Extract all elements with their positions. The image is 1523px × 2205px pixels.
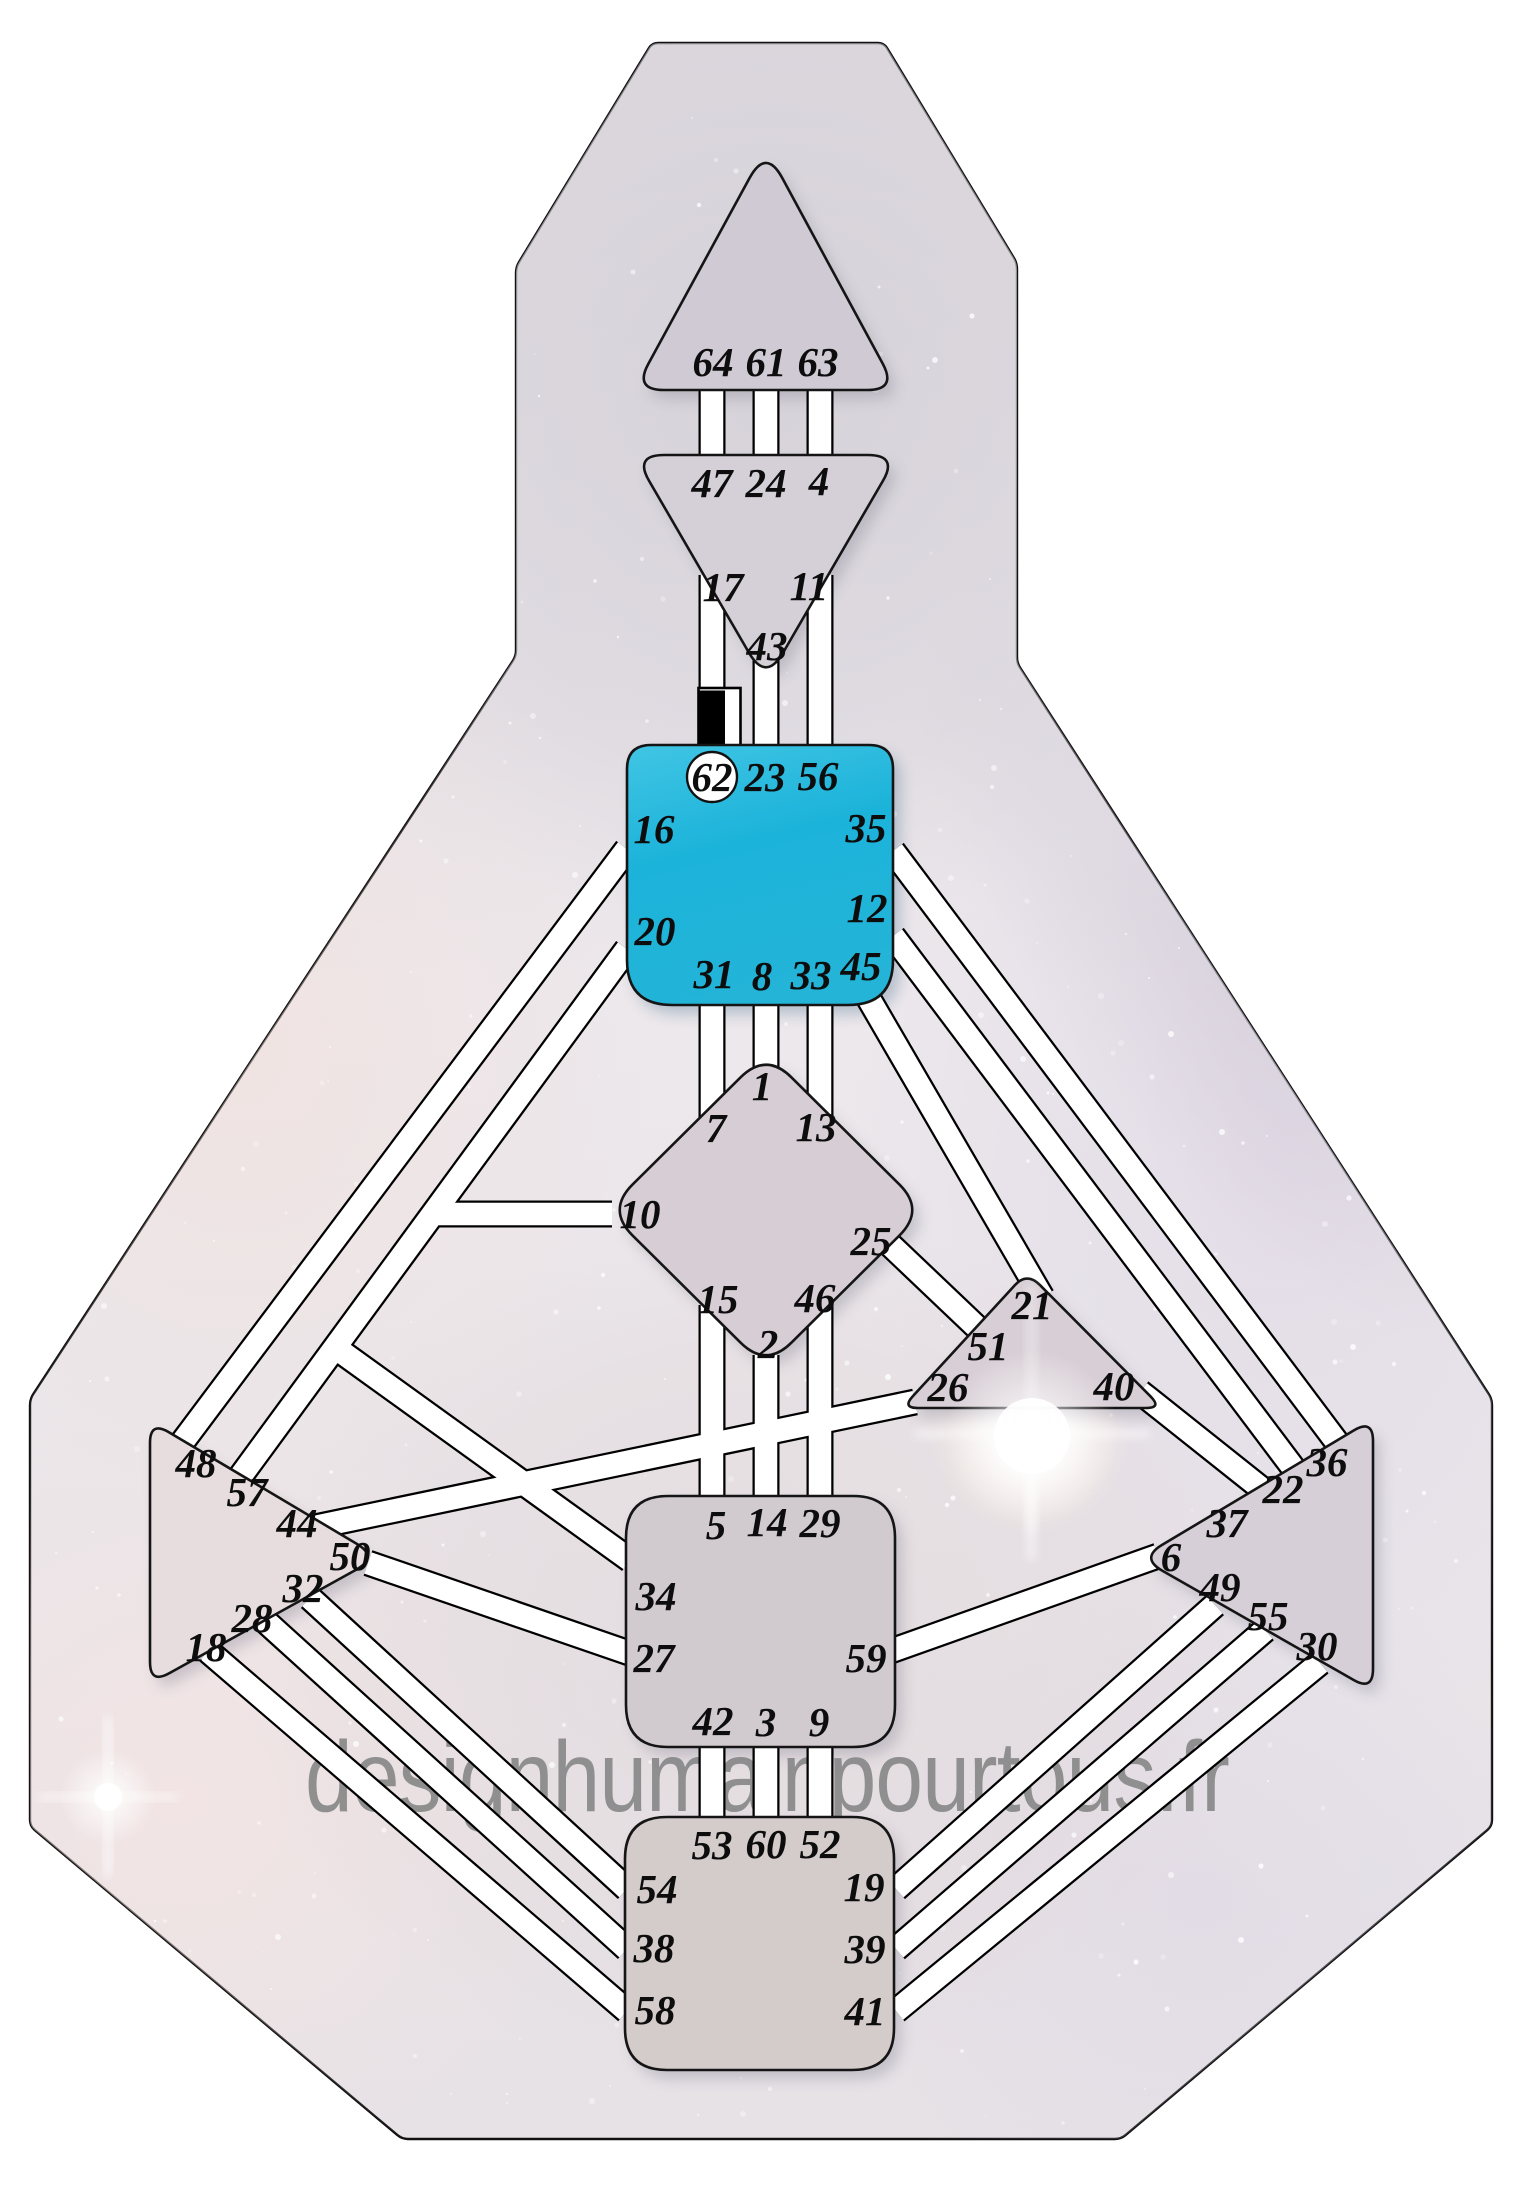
svg-text:38: 38: [633, 1925, 675, 1971]
svg-text:58: 58: [635, 1987, 676, 2033]
svg-text:31: 31: [693, 951, 735, 997]
svg-text:21: 21: [1011, 1282, 1053, 1328]
svg-text:46: 46: [794, 1275, 837, 1321]
svg-text:61: 61: [746, 339, 787, 385]
svg-text:19: 19: [844, 1864, 885, 1910]
svg-text:48: 48: [175, 1440, 217, 1486]
svg-text:63: 63: [798, 339, 839, 385]
svg-text:29: 29: [799, 1500, 841, 1546]
svg-text:40: 40: [1093, 1363, 1135, 1409]
svg-text:2: 2: [757, 1321, 779, 1367]
svg-text:51: 51: [968, 1323, 1009, 1369]
svg-text:16: 16: [634, 806, 676, 852]
svg-text:34: 34: [635, 1573, 677, 1619]
svg-text:32: 32: [282, 1565, 324, 1611]
svg-text:37: 37: [1206, 1500, 1250, 1546]
svg-text:17: 17: [703, 564, 746, 610]
svg-text:5: 5: [706, 1502, 727, 1548]
svg-text:60: 60: [746, 1821, 787, 1867]
svg-text:33: 33: [790, 952, 832, 998]
svg-text:14: 14: [747, 1499, 788, 1545]
svg-text:55: 55: [1248, 1593, 1289, 1639]
svg-text:47: 47: [691, 460, 735, 506]
svg-text:26: 26: [927, 1364, 970, 1410]
svg-text:43: 43: [746, 623, 788, 669]
svg-text:1: 1: [752, 1063, 773, 1109]
svg-text:42: 42: [692, 1698, 734, 1744]
svg-text:45: 45: [840, 943, 882, 989]
svg-text:28: 28: [231, 1595, 273, 1641]
svg-text:52: 52: [800, 1821, 841, 1867]
svg-text:54: 54: [637, 1866, 678, 1912]
svg-text:44: 44: [276, 1500, 318, 1546]
svg-text:23: 23: [744, 754, 786, 800]
svg-text:53: 53: [692, 1822, 733, 1868]
svg-text:36: 36: [1306, 1439, 1349, 1485]
svg-text:49: 49: [1199, 1564, 1241, 1610]
svg-text:9: 9: [809, 1699, 830, 1745]
svg-text:56: 56: [798, 753, 840, 799]
svg-text:59: 59: [846, 1635, 887, 1681]
svg-text:30: 30: [1296, 1623, 1338, 1669]
svg-text:10: 10: [620, 1191, 661, 1237]
svg-text:24: 24: [745, 460, 787, 506]
svg-text:7: 7: [706, 1105, 728, 1151]
svg-text:27: 27: [633, 1635, 677, 1681]
svg-text:57: 57: [227, 1469, 270, 1515]
svg-text:41: 41: [844, 1988, 886, 2034]
svg-text:25: 25: [850, 1218, 892, 1264]
svg-text:8: 8: [752, 953, 773, 999]
svg-text:50: 50: [330, 1533, 371, 1579]
svg-text:18: 18: [186, 1624, 227, 1670]
svg-text:39: 39: [844, 1926, 886, 1972]
svg-text:20: 20: [634, 908, 676, 954]
svg-text:62: 62: [692, 754, 733, 800]
svg-text:4: 4: [808, 458, 830, 504]
svg-text:6: 6: [1161, 1534, 1182, 1580]
svg-text:12: 12: [847, 885, 888, 931]
svg-text:64: 64: [693, 339, 734, 385]
svg-text:3: 3: [755, 1699, 777, 1745]
svg-text:22: 22: [1262, 1466, 1304, 1512]
svg-text:35: 35: [845, 805, 887, 851]
svg-text:15: 15: [698, 1276, 739, 1322]
svg-text:13: 13: [796, 1104, 837, 1150]
svg-text:11: 11: [790, 563, 829, 609]
